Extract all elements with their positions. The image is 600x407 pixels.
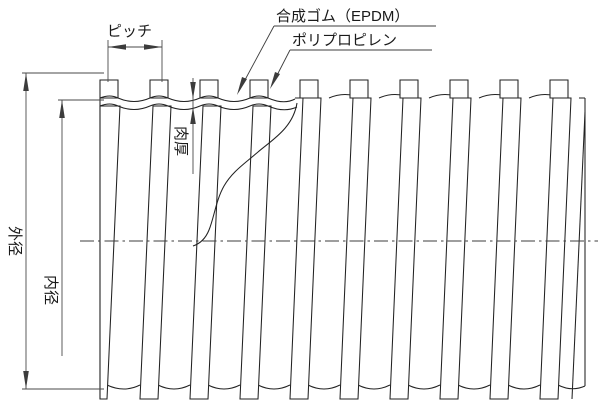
inner-diameter-label: 内径 <box>42 275 59 305</box>
break-curve-upper <box>192 102 298 247</box>
rib-top-8 <box>449 79 469 99</box>
rib-top-4 <box>249 79 269 99</box>
rib-body-6 <box>339 97 372 400</box>
thickness-arrow-bottom <box>190 107 196 124</box>
rib-top-3 <box>199 79 219 99</box>
rib-body-11-partial <box>571 111 586 400</box>
rib-top-10 <box>549 79 569 99</box>
thickness-arrow-top <box>190 82 196 99</box>
section-break-line <box>192 102 298 247</box>
rib-body-2 <box>139 105 172 400</box>
polypropylene-material-label: ポリプロピレン <box>292 32 397 49</box>
wall-thickness-label: 肉厚 <box>172 126 189 156</box>
pitch-arrow-right <box>144 44 162 50</box>
epdm-outer-corrugation <box>100 95 296 103</box>
polypropylene-material-leader: ポリプロピレン <box>270 32 432 89</box>
rubber-material-label: 合成ゴム（EPDM） <box>276 7 409 25</box>
rib-body-4 <box>239 105 272 400</box>
outer-dia-arrow-top <box>23 73 29 91</box>
pitch-arrow-left <box>108 44 126 50</box>
outer-wall-scallops-bottom <box>106 384 586 390</box>
rib-top-1 <box>99 79 119 99</box>
pitch-label: ピッチ <box>107 23 152 40</box>
outer-dia-arrow-bottom <box>23 371 29 389</box>
rib-top-6 <box>349 79 369 99</box>
rib-body-9 <box>489 97 522 400</box>
cutaway-rubber-wall <box>100 95 298 111</box>
rib-top-7 <box>399 79 419 99</box>
rib-body-5 <box>289 97 322 400</box>
pitch-dimension: ピッチ <box>107 23 163 82</box>
polypropylene-leader-arrowhead <box>270 72 280 89</box>
epdm-inner-corrugation <box>100 103 298 111</box>
rib-top-5 <box>299 79 319 99</box>
rib-top-2 <box>149 79 169 99</box>
rib-body-7 <box>389 97 422 400</box>
rib-body-3 <box>189 105 222 400</box>
rib-body-8 <box>439 97 472 400</box>
wall-thickness-dimension: 肉厚 <box>172 78 196 174</box>
inner-dia-arrow-top <box>59 100 65 118</box>
rib-body-10 <box>539 97 572 400</box>
rubber-material-leader: 合成ゴム（EPDM） <box>237 7 436 95</box>
rib-top-9 <box>499 79 519 99</box>
outer-diameter-label: 外径 <box>6 226 23 256</box>
inner-diameter-dimension: 内径 <box>42 99 104 356</box>
rubber-leader-arrowhead <box>237 77 247 95</box>
